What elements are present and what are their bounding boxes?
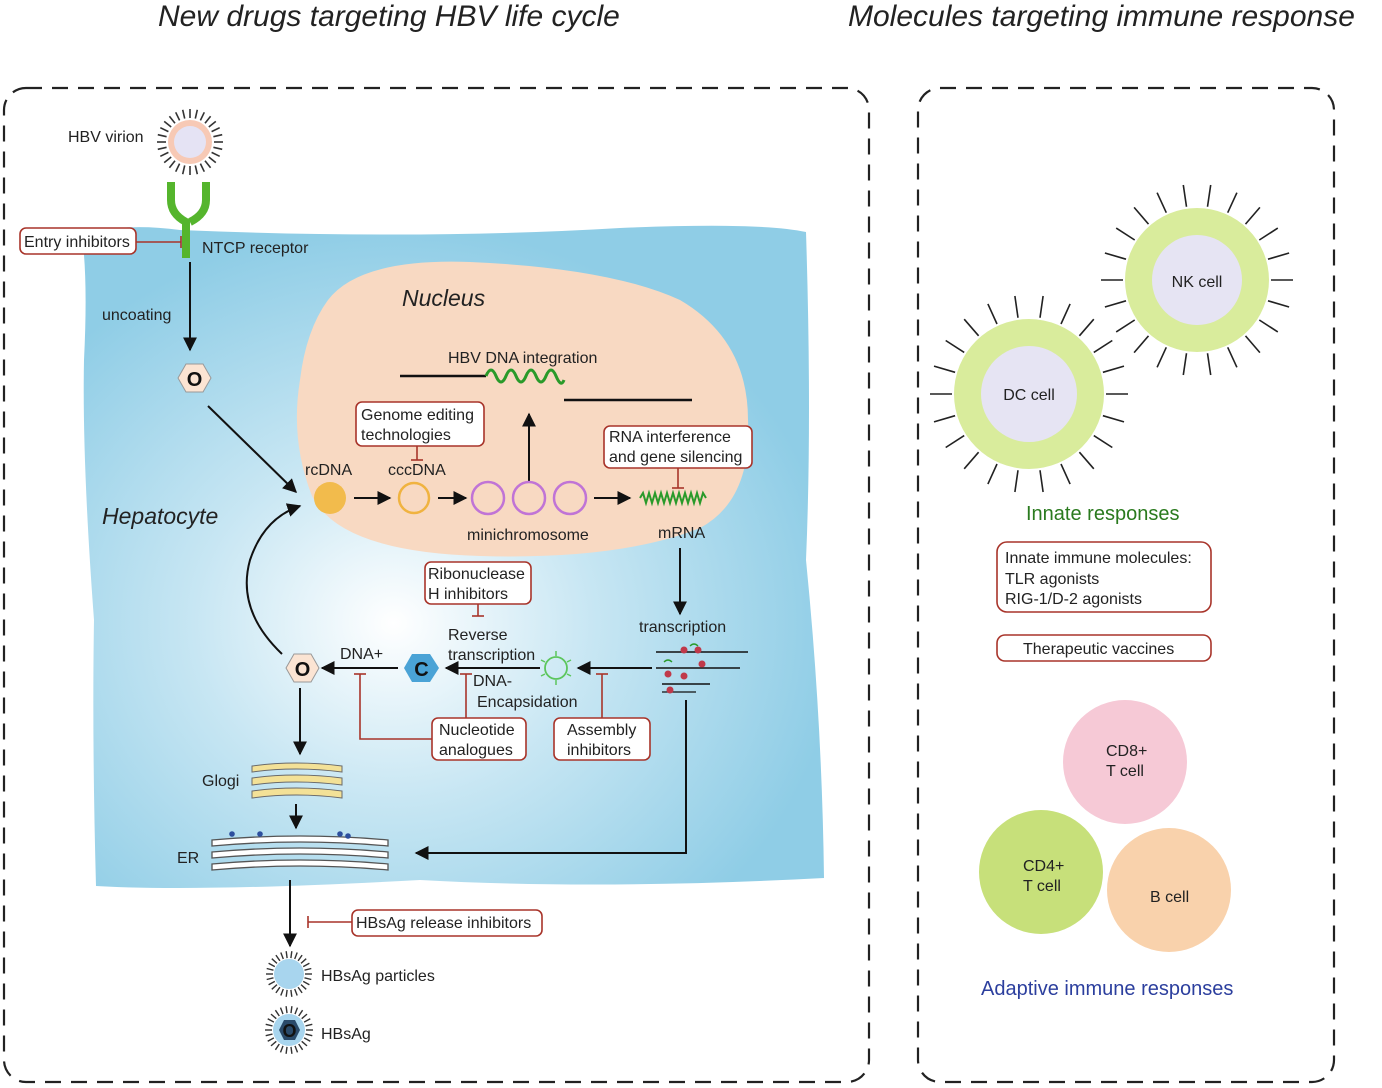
recycling-arrow xyxy=(245,503,302,655)
mature-capsid-icon xyxy=(285,653,320,683)
hepatocyte-label: Hepatocyte xyxy=(102,503,218,529)
dc-cell-icon xyxy=(930,295,1128,493)
cd4-t-cell-icon xyxy=(979,810,1103,934)
ntcp-receptor-label: NTCP receptor xyxy=(202,240,309,257)
nucleus-label: Nucleus xyxy=(402,285,486,311)
rna-interference-label-2: and gene silencing xyxy=(609,449,742,466)
cd4-t-cell-label-2: T cell xyxy=(1023,878,1061,895)
dc-cell-label: DC cell xyxy=(1003,387,1055,404)
er-label: ER xyxy=(177,850,199,867)
capsid-o-label: O xyxy=(187,369,203,391)
uncoating-label: uncoating xyxy=(102,307,171,324)
golgi-label: Glogi xyxy=(202,773,239,790)
right-panel-title: Molecules targeting immune response xyxy=(848,0,1355,33)
rcdna-icon xyxy=(314,482,346,514)
innate-responses-label: Innate responses xyxy=(1026,503,1179,525)
lifecycle-panel xyxy=(2,86,871,1084)
encapsidation-label-2: Encapsidation xyxy=(477,694,578,711)
rnaseh-inhibitors-label-2: H inhibitors xyxy=(428,586,508,603)
genome-editing-label-1: Genome editing xyxy=(361,407,474,424)
innate-molecules-label-1: Innate immune molecules: xyxy=(1005,550,1192,567)
innate-molecules-label-3: RIG-1/D-2 agonists xyxy=(1005,591,1142,608)
cd8-t-cell-icon xyxy=(1063,700,1187,824)
hbsag-particles-label: HBsAg particles xyxy=(321,968,435,985)
entry-inhibitors-box xyxy=(19,227,137,255)
reverse-transcription-label-2: transcription xyxy=(448,647,535,664)
assembly-inhibitors-label-2: inhibitors xyxy=(567,742,631,759)
nk-cell-icon xyxy=(1101,184,1293,376)
left-panel-title: New drugs targeting HBV life cycle xyxy=(158,0,620,33)
mature-capsid-o-label: O xyxy=(295,659,311,681)
nk-cell-label: NK cell xyxy=(1172,274,1223,291)
golgi-icon xyxy=(251,762,343,799)
capsid-to-rcdna-arrow xyxy=(207,405,298,493)
therapeutic-vaccines-label: Therapeutic vaccines xyxy=(1023,641,1174,658)
hbv-virion-icon xyxy=(157,109,223,175)
minichromosome-icon xyxy=(470,480,588,516)
b-cell-label: B cell xyxy=(1150,889,1189,906)
immune-panel xyxy=(916,86,1336,1084)
cccdna-icon xyxy=(397,481,431,515)
capsid-hexagon-icon xyxy=(177,363,212,393)
nucleotide-analogues-label-1: Nucleotide xyxy=(439,722,515,739)
rnaseh-inhibitors-label-1: Ribonuclease xyxy=(428,566,525,583)
innate-molecules-box xyxy=(996,541,1212,613)
mrna-icon xyxy=(639,489,707,507)
mrna-label: mRNA xyxy=(658,525,705,542)
mrna-to-er-arrow xyxy=(414,700,687,860)
innate-molecules-label-2: TLR agonists xyxy=(1005,571,1099,588)
ntcp-receptor-icon xyxy=(167,182,210,258)
ribosome-translation-icon xyxy=(656,643,748,694)
b-cell-icon xyxy=(1107,828,1231,952)
genome-editing-box xyxy=(355,401,485,447)
dna-plus-label: DNA+ xyxy=(340,646,383,663)
cd8-t-cell-label-2: T cell xyxy=(1106,763,1144,780)
hbsag-particles-icon xyxy=(266,951,312,997)
genome-editing-label-2: technologies xyxy=(361,427,451,444)
er-icon xyxy=(211,831,389,871)
encapsidation-label-1: DNA- xyxy=(473,673,512,690)
assembly-inhibitors-label-1: Assembly xyxy=(567,722,636,739)
hbv-dna-integration-icon xyxy=(400,368,692,402)
pgrna-capsid-icon xyxy=(540,651,572,685)
transcription-label: transcription xyxy=(639,619,726,636)
adaptive-responses-label: Adaptive immune responses xyxy=(981,978,1233,1000)
hbsag-label: HBsAg xyxy=(321,1026,371,1043)
minichromosome-label: minichromosome xyxy=(467,527,589,544)
rcdna-label: rcDNA xyxy=(305,462,352,479)
hbsag-o-label: O xyxy=(282,1021,296,1041)
capsid-c-label: C xyxy=(414,659,428,681)
cccdna-label: cccDNA xyxy=(388,462,446,479)
cd8-t-cell-label-1: CD8+ xyxy=(1106,743,1147,760)
capsid-c-icon xyxy=(404,654,439,682)
rna-interference-label-1: RNA interference xyxy=(609,429,731,446)
hbv-dna-integration-label: HBV DNA integration xyxy=(448,350,597,367)
entry-inhibitors-label: Entry inhibitors xyxy=(24,234,130,251)
reverse-transcription-label-1: Reverse xyxy=(448,627,508,644)
hbsag-release-inhibitors-label: HBsAg release inhibitors xyxy=(356,915,531,932)
hbv-virion-label: HBV virion xyxy=(68,129,144,146)
nucleotide-analogues-label-2: analogues xyxy=(439,742,513,759)
therapeutic-vaccines-box xyxy=(996,634,1212,662)
hbsag-icon: O xyxy=(265,1006,313,1054)
cd4-t-cell-label-1: CD4+ xyxy=(1023,858,1064,875)
hbsag-release-inhibitors-box xyxy=(351,909,543,937)
